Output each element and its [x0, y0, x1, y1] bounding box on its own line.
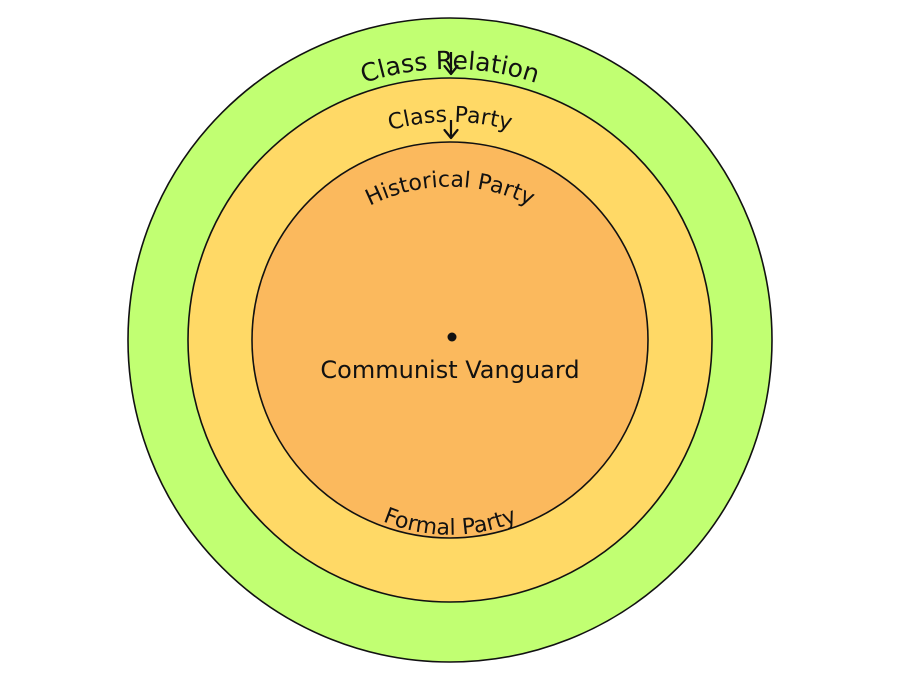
center-dot [447, 332, 457, 342]
down-arrow-icon [443, 52, 459, 76]
down-arrow-icon [443, 120, 459, 140]
center-label: Communist Vanguard [320, 356, 579, 384]
